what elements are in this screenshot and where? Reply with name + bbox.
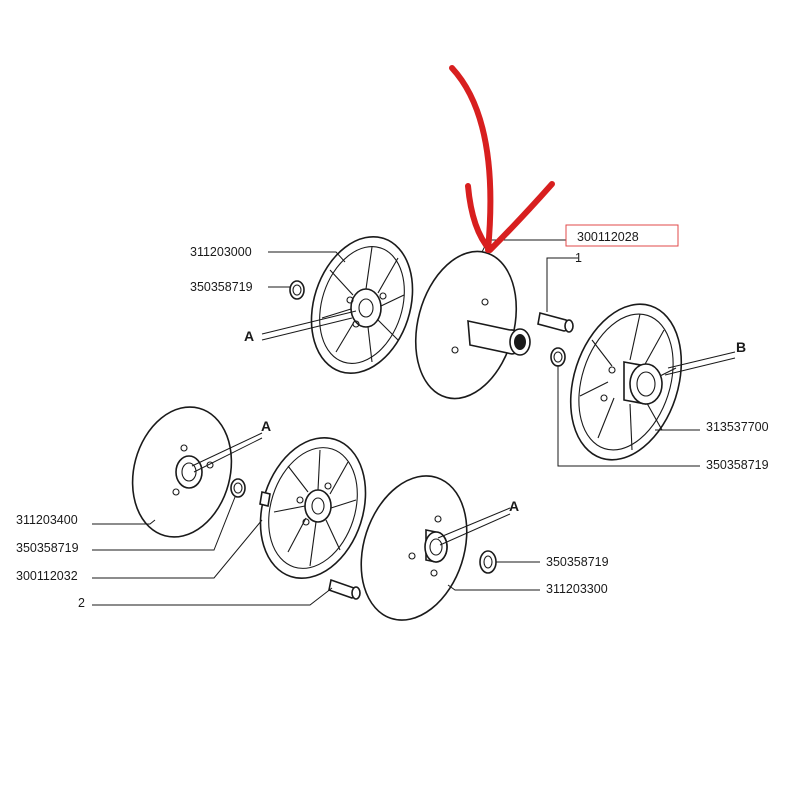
part-number-313537700: 313537700	[706, 420, 769, 434]
label-a-left: A	[261, 418, 271, 434]
part-number-311203400: 311203400	[16, 513, 78, 527]
seal-ring-top	[289, 280, 305, 300]
part-number-350358719-left: 350358719	[16, 541, 79, 555]
part-number-311203000: 311203000	[190, 245, 252, 259]
spoked-wheel-311203000	[310, 235, 414, 375]
plain-disc-311203400	[131, 406, 233, 538]
red-arrow-icon	[449, 65, 555, 253]
part-number-350358719-right: 350358719	[706, 458, 769, 472]
plain-disc-311203300	[360, 475, 468, 621]
part-number-350358719-top: 350358719	[190, 280, 253, 294]
part-number-300112028: 300112028	[577, 230, 639, 244]
seal-ring-left	[230, 478, 246, 498]
pin-1	[537, 312, 574, 333]
highlight-box	[565, 224, 679, 247]
seal-ring-bottom	[479, 550, 497, 574]
label-1: 1	[575, 251, 582, 265]
part-number-311203300: 311203300	[546, 582, 608, 596]
part-number-300112032: 300112032	[16, 569, 78, 583]
label-2: 2	[78, 596, 85, 610]
spoked-wheel-313537700	[569, 303, 683, 461]
spoked-wheel-300112032	[259, 437, 367, 579]
label-b: B	[736, 339, 746, 355]
label-a-bottom: A	[509, 498, 519, 514]
label-a-top: A	[244, 328, 254, 344]
seal-ring-right	[550, 347, 566, 367]
part-number-350358719-bottom: 350358719	[546, 555, 609, 569]
pin-2	[328, 578, 361, 600]
disc-with-shaft-300112028	[414, 250, 531, 400]
